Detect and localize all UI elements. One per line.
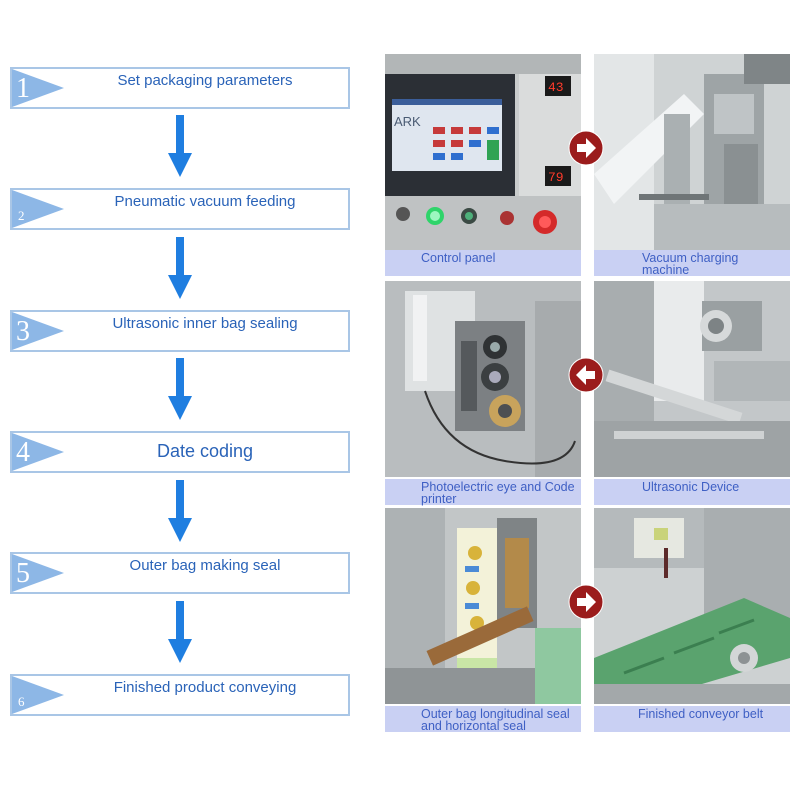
step-triangle <box>12 433 64 471</box>
step-label: Finished product conveying <box>113 679 297 696</box>
step-triangle <box>12 312 64 350</box>
outer-bag-caption: Outer bag longitudinal seal and horizont… <box>385 706 581 732</box>
step-3: 3 Ultrasonic inner bag sealing <box>10 310 350 352</box>
left-arrow-icon <box>568 357 604 393</box>
step-number: 5 <box>16 558 30 589</box>
ultrasonic-photo <box>594 281 790 477</box>
right-arrow-icon <box>568 584 604 620</box>
down-arrow-icon <box>168 480 192 542</box>
conveyor-caption: Finished conveyor belt <box>594 706 790 732</box>
code-printer-caption: Photoelectric eye and Code printer <box>385 479 581 505</box>
ultrasonic-caption: Ultrasonic Device <box>594 479 790 505</box>
down-arrow-icon <box>168 358 192 420</box>
step-triangle <box>12 554 64 592</box>
control-panel-photo: ARK 43 79 <box>385 54 581 250</box>
down-arrow-icon <box>168 601 192 663</box>
down-arrow-icon <box>168 115 192 177</box>
vacuum-machine-caption: Vacuum charging machine <box>594 250 790 276</box>
step-label: Outer bag making seal <box>129 557 281 574</box>
display-top: 43 <box>548 80 564 95</box>
step-label: Date coding <box>156 441 254 461</box>
down-arrow-icon <box>168 237 192 299</box>
step-label: Ultrasonic inner bag sealing <box>112 315 298 332</box>
step-number: 4 <box>16 437 30 468</box>
vacuum-machine-photo <box>594 54 790 250</box>
step-1: 1 Set packaging parameters <box>10 67 350 109</box>
right-arrow-icon <box>568 130 604 166</box>
outer-bag-photo <box>385 508 581 704</box>
step-number: 1 <box>16 73 30 104</box>
step-label: Set packaging parameters <box>117 72 293 89</box>
step-number: 3 <box>16 316 30 347</box>
code-printer-photo <box>385 281 581 477</box>
step-number: 2 <box>18 208 25 223</box>
step-triangle <box>12 676 64 714</box>
conveyor-photo <box>594 508 790 704</box>
step-2: 2 Pneumatic vacuum feeding <box>10 188 350 230</box>
step-4: 4 Date coding <box>10 431 350 473</box>
step-label: Pneumatic vacuum feeding <box>114 193 296 210</box>
step-5: 5 Outer bag making seal <box>10 552 350 594</box>
control-panel-caption: Control panel <box>385 250 581 276</box>
step-triangle <box>12 190 64 228</box>
step-triangle <box>12 69 64 107</box>
screen-brand: ARK <box>394 114 421 129</box>
display-bottom: 79 <box>548 170 564 185</box>
step-number: 6 <box>18 694 25 709</box>
step-6: 6 Finished product conveying <box>10 674 350 716</box>
